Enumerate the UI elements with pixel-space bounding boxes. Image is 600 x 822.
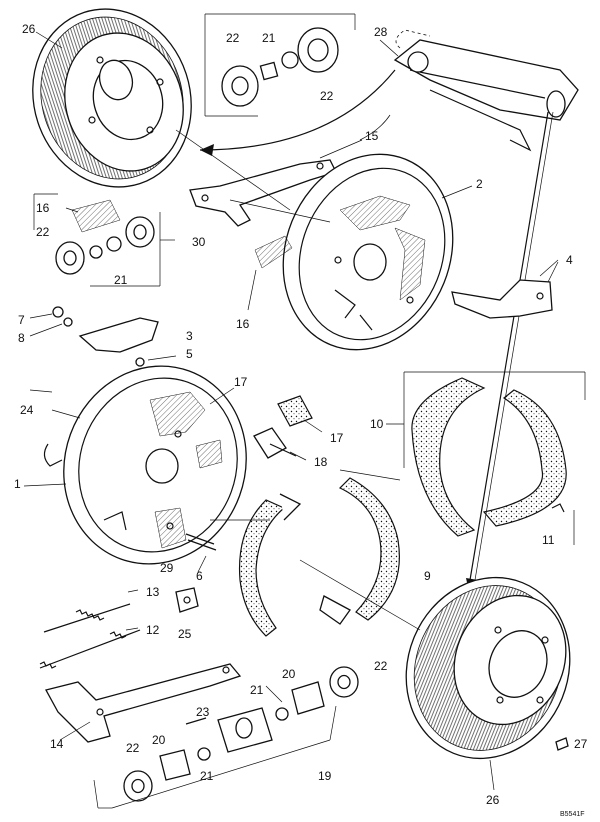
lever-15 — [189, 159, 337, 227]
label-5: 5 — [186, 347, 193, 361]
label-16-box: 16 — [36, 201, 50, 215]
label-11: 11 — [542, 533, 555, 547]
label-2: 2 — [476, 177, 483, 191]
brake-drum-bottom — [405, 576, 571, 760]
label-17-wedge: 17 — [330, 431, 344, 445]
label-22-right: 22 — [374, 659, 388, 673]
label-24: 24 — [20, 403, 34, 417]
label-29: 29 — [160, 561, 174, 575]
label-27: 27 — [574, 737, 588, 751]
label-14: 14 — [50, 737, 64, 751]
label-20-left: 20 — [152, 733, 166, 747]
label-25: 25 — [178, 627, 192, 641]
springs — [39, 587, 199, 669]
label-15: 15 — [365, 129, 379, 143]
label-21-bottom: 21 — [200, 769, 214, 783]
label-22-bottom: 22 — [126, 741, 140, 755]
label-21-box: 21 — [114, 273, 128, 287]
bracket-16-mid — [247, 235, 293, 311]
label-28: 28 — [374, 25, 388, 39]
drawing-code: B5541F — [560, 811, 585, 818]
back-plate-lower — [43, 365, 247, 565]
label-13: 13 — [146, 585, 160, 599]
label-1: 1 — [14, 477, 21, 491]
label-16-mid: 16 — [236, 317, 250, 331]
label-23: 23 — [196, 705, 210, 719]
label-30: 30 — [192, 235, 206, 249]
adjuster-set-box — [33, 193, 175, 287]
label-17-top: 17 — [234, 375, 248, 389]
label-9: 9 — [424, 569, 431, 583]
wheel-cylinder-assembly — [93, 666, 359, 809]
leader-lines — [23, 31, 559, 791]
label-19: 19 — [318, 769, 332, 783]
clip-and-nuts — [29, 306, 177, 367]
label-20-right: 20 — [282, 667, 296, 681]
brake-drum-top — [32, 8, 192, 188]
label-18: 18 — [314, 455, 328, 469]
label-7: 7 — [18, 313, 25, 327]
lever-14 — [45, 663, 242, 743]
wedge-and-adjuster — [253, 395, 313, 459]
label-26-bottom: 26 — [486, 793, 500, 807]
label-6: 6 — [196, 569, 203, 583]
label-21-top: 21 — [262, 31, 276, 45]
label-26-top: 26 — [22, 22, 36, 36]
handbrake-linkage-top — [199, 29, 579, 596]
label-4: 4 — [566, 253, 573, 267]
label-10: 10 — [370, 417, 384, 431]
label-22-top-left: 22 — [226, 31, 240, 45]
part-labels: 26 22 21 22 28 15 2 16 22 30 21 16 4 7 8… — [14, 22, 588, 818]
hub-bearing-set-top — [204, 13, 356, 117]
reference-lines — [175, 129, 421, 631]
label-22-box: 22 — [36, 225, 50, 239]
brake-linings-box — [403, 371, 586, 545]
back-plate-upper — [282, 153, 454, 351]
label-3: 3 — [186, 329, 193, 343]
lever-bracket-4 — [451, 261, 559, 319]
label-21-mid: 21 — [250, 683, 264, 697]
brake-shoes — [238, 477, 400, 637]
label-12: 12 — [146, 623, 160, 637]
label-8: 8 — [18, 331, 25, 345]
label-22-top-right: 22 — [320, 89, 334, 103]
